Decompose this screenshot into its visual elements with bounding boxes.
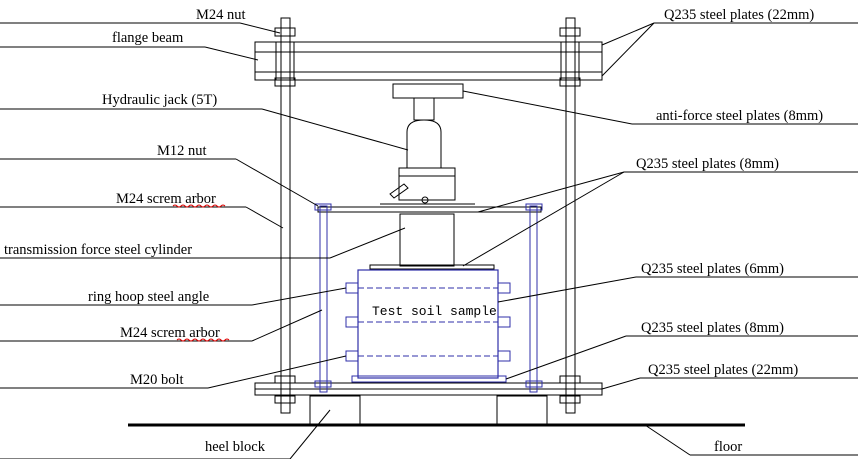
short-rod-left xyxy=(314,203,332,393)
label-flange-beam: flange beam xyxy=(112,30,184,46)
short-rod-right xyxy=(525,203,543,393)
label-hydraulic-jack: Hydraulic jack (5T) xyxy=(102,92,217,108)
transmission-cylinder xyxy=(399,213,455,267)
flange-beam xyxy=(254,41,603,81)
label-m24-nut: M24 nut xyxy=(196,7,246,23)
hydraulic-jack xyxy=(389,97,456,204)
label-q235-8mm-lower: Q235 steel plates (8mm) xyxy=(641,320,784,336)
label-floor: floor xyxy=(714,439,742,455)
label-q235-8mm-upper: Q235 steel plates (8mm) xyxy=(636,156,779,172)
label-q235-6mm: Q235 steel plates (6mm) xyxy=(641,261,784,277)
label-m24-screm-arbor-top: M24 screm arbor xyxy=(116,191,216,207)
label-anti-force: anti-force steel plates (8mm) xyxy=(656,108,823,124)
leader-lines-left xyxy=(0,22,409,459)
test-soil-sample-label: Test soil sample xyxy=(372,304,497,319)
anti-force-plate xyxy=(392,83,464,99)
heel-block-left xyxy=(309,395,361,426)
leader-lines-right xyxy=(462,22,858,456)
label-q235-22mm-top: Q235 steel plates (22mm) xyxy=(664,7,814,23)
soil-sample-box xyxy=(345,269,511,383)
label-heel-block: heel block xyxy=(205,439,266,455)
label-m12-nut: M12 nut xyxy=(157,143,207,159)
spell-underline-top xyxy=(172,204,226,208)
long-rod-right xyxy=(559,17,581,414)
label-q235-22mm-bottom: Q235 steel plates (22mm) xyxy=(648,362,798,378)
spell-underline-bottom xyxy=(176,338,230,342)
upper-plate-8mm xyxy=(317,206,542,213)
long-rod-left xyxy=(274,17,296,414)
label-transmission-cylinder: transmission force steel cylinder xyxy=(4,242,192,258)
label-m24-screm-arbor-bottom: M24 screm arbor xyxy=(120,325,220,341)
heel-block-right xyxy=(496,395,548,426)
label-m20-bolt: M20 bolt xyxy=(130,372,184,388)
label-ring-hoop: ring hoop steel angle xyxy=(88,289,209,305)
